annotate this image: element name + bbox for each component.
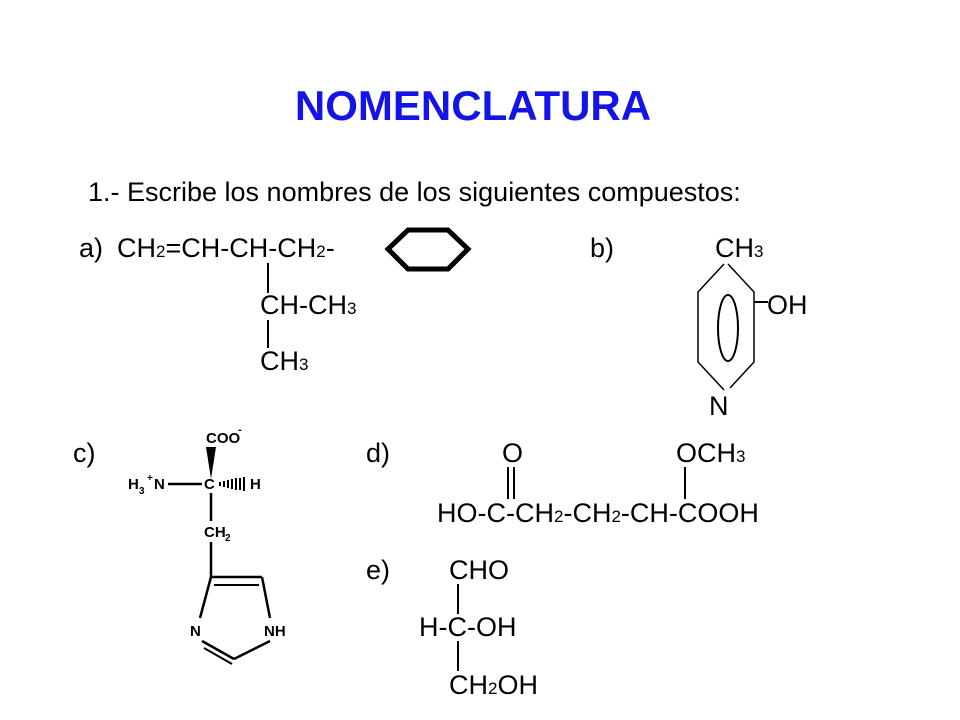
bond-b-oh xyxy=(754,301,768,303)
svg-text:-: - xyxy=(238,424,242,436)
svg-text:C: C xyxy=(204,476,215,493)
instruction-text: 1.- Escribe los nombres de los siguiente… xyxy=(88,177,741,207)
pyridine-ring xyxy=(697,263,755,391)
page-title: NOMENCLATURA xyxy=(294,82,652,129)
compound-d-och3: OCH3 xyxy=(676,438,746,468)
svg-text:CH: CH xyxy=(204,524,226,541)
bond-d-double-1 xyxy=(507,467,509,499)
bond-a-2 xyxy=(267,320,269,348)
compound-a-line1: CH2=CH-CH-CH2- xyxy=(117,233,335,263)
compound-a-line2: CH-CH3 xyxy=(260,290,357,320)
svg-text:N: N xyxy=(190,623,201,640)
compound-d-o: O xyxy=(502,438,524,468)
svg-text:2: 2 xyxy=(225,533,231,544)
compound-b-n: N xyxy=(709,391,729,421)
svg-text:COO: COO xyxy=(206,430,241,447)
svg-text:+: + xyxy=(147,473,153,484)
svg-text:H: H xyxy=(128,476,139,493)
bond-a-1 xyxy=(267,263,269,293)
bond-e-2 xyxy=(457,641,459,671)
compound-e-label: e) xyxy=(366,555,391,585)
compound-b-label: b) xyxy=(590,233,615,263)
histidine-structure: COO - H 3 + N C H CH 2 N xyxy=(128,424,286,665)
bond-e-1 xyxy=(457,584,459,614)
svg-text:H: H xyxy=(250,476,261,493)
compound-d-label: d) xyxy=(366,438,391,468)
compound-d-main: HO-C-CH2-CH2-CH-COOH xyxy=(437,498,759,528)
bond-d-och3 xyxy=(684,467,686,499)
bond-d-double-2 xyxy=(513,467,515,499)
compound-e-top: CHO xyxy=(449,555,509,585)
svg-text:3: 3 xyxy=(139,486,145,497)
compound-b-oh: OH xyxy=(767,290,808,320)
compound-a-label: a) xyxy=(79,233,104,263)
compound-c-label: c) xyxy=(73,438,96,468)
cyclohexane-ring xyxy=(384,227,472,272)
svg-text:NH: NH xyxy=(264,623,286,640)
compound-e-bottom: CH2OH xyxy=(449,670,538,700)
compound-a-line3: CH3 xyxy=(260,346,309,376)
svg-text:N: N xyxy=(154,476,165,493)
compound-b-top: CH3 xyxy=(715,233,764,263)
compound-e-middle: H-C-OH xyxy=(419,612,517,642)
